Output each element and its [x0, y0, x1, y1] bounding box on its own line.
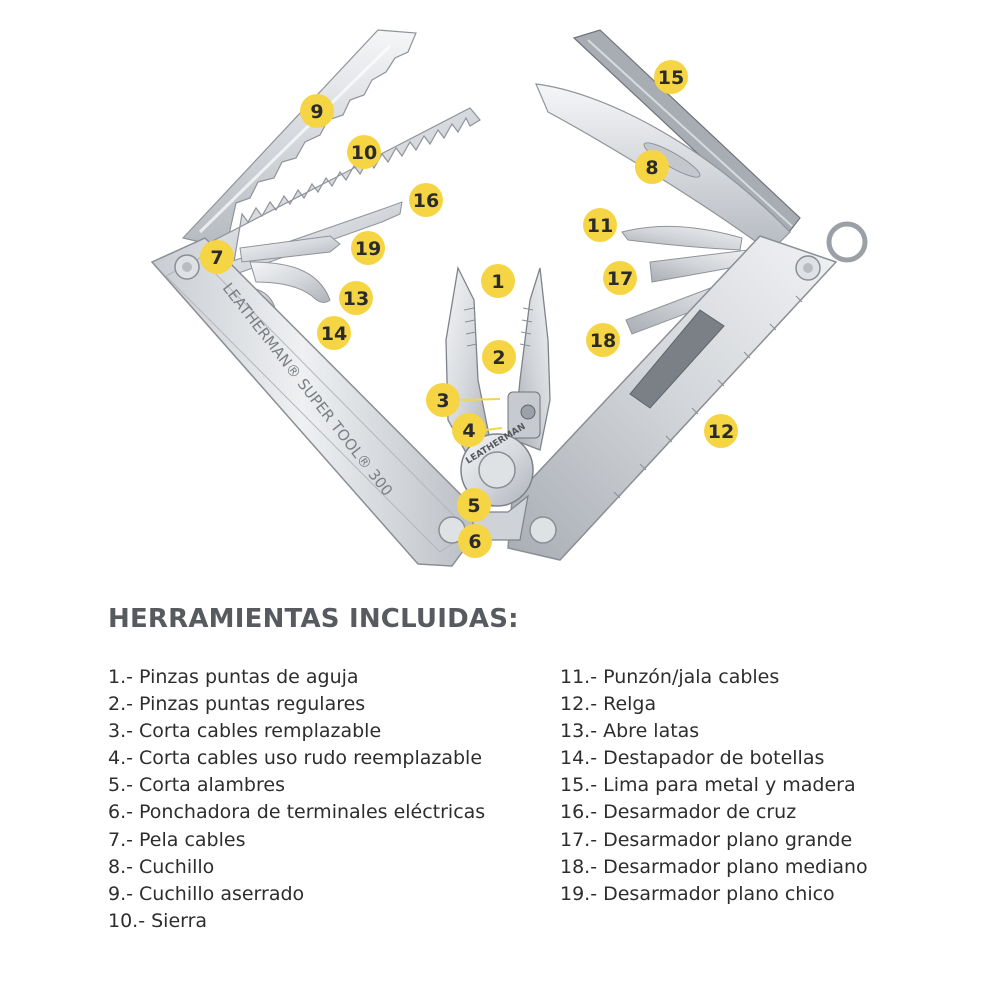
badge-14: 14	[317, 316, 351, 350]
badge-19: 19	[351, 231, 385, 265]
badge-circle	[317, 316, 351, 350]
badge-label: 16	[413, 190, 439, 212]
badge-circle	[452, 413, 486, 447]
tool-list-item: 14.- Destapador de botellas	[560, 747, 825, 770]
badge-circle	[635, 150, 669, 184]
badge-7: 7	[200, 240, 234, 274]
small-flat-screwdriver	[239, 235, 341, 263]
tool-list-item: 17.- Desarmador plano grande	[560, 828, 853, 851]
badge-circle	[603, 261, 637, 295]
badge-label: 18	[590, 330, 616, 352]
badge-6: 6	[458, 524, 492, 558]
page-title: HERRAMIENTAS INCLUIDAS:	[108, 604, 519, 634]
badge-5: 5	[457, 488, 491, 522]
badge-circle	[482, 340, 516, 374]
badge-4: 4	[452, 413, 486, 447]
badge-label: 19	[355, 238, 381, 260]
tool-list-item: 6.- Ponchadora de terminales eléctricas	[108, 801, 486, 824]
tool-list-item: 15.- Lima para metal y madera	[560, 774, 856, 797]
badge-circle	[654, 60, 688, 94]
badge-label: 11	[587, 215, 613, 237]
tool-list-right: 11.- Punzón/jala cables 12.- Relga 13.- Ab…	[560, 664, 868, 908]
tool-list-item: 8.- Cuchillo	[108, 855, 215, 878]
knife-edge	[198, 44, 392, 234]
badge-label: 5	[467, 495, 480, 517]
badge-1: 1	[481, 264, 515, 298]
badge-9: 9	[300, 94, 334, 128]
badge-17: 17	[603, 261, 637, 295]
tool-list-left: 1.- Pinzas puntas de aguja 2.- Pinzas pun…	[108, 664, 485, 935]
badge-18: 18	[586, 323, 620, 357]
tool-list-item: 5.- Corta alambres	[108, 774, 285, 797]
tool-list-item: 10.- Sierra	[108, 909, 208, 932]
multitool-diagram: LEATHERMAN® SUPER TOOL® 300	[150, 29, 868, 567]
awl	[621, 225, 743, 251]
badge-circle	[351, 231, 385, 265]
tool-list-item: 4.- Corta cables uso rudo reemplazable	[108, 747, 483, 770]
badge-label: 4	[462, 420, 475, 442]
badge-circle	[339, 281, 373, 315]
badge-2: 2	[482, 340, 516, 374]
badge-label: 12	[708, 421, 734, 443]
tool-list-item: 7.- Pela cables	[108, 828, 246, 851]
badge-label: 9	[310, 101, 323, 123]
badge-label: 7	[210, 247, 223, 269]
tool-list-item: 12.- Relga	[560, 693, 657, 716]
badge-label: 2	[492, 347, 505, 369]
badge-circle	[300, 94, 334, 128]
saw-blade	[203, 107, 481, 263]
badge-circle	[586, 323, 620, 357]
badge-circle	[458, 524, 492, 558]
badge-label: 13	[343, 288, 369, 310]
right-handle	[507, 235, 838, 561]
pliers: LEATHERMAN	[445, 265, 551, 541]
tool-list-item: 9.- Cuchillo aserrado	[108, 882, 305, 905]
tool-list-item: 13.- Abre latas	[560, 720, 700, 743]
badge-circle	[481, 264, 515, 298]
tool-list-item: 1.- Pinzas puntas de aguja	[108, 666, 359, 688]
badge-label: 10	[351, 142, 377, 164]
tool-list-item: 3.- Corta cables remplazable	[108, 720, 382, 743]
leader-line-3	[460, 398, 501, 401]
badge-11: 11	[583, 208, 617, 242]
badge-12: 12	[704, 414, 738, 448]
tool-list-item: 2.- Pinzas puntas regulares	[108, 693, 366, 716]
leader-line-4	[485, 427, 503, 431]
badge-circle	[409, 183, 443, 217]
badge-circle	[426, 383, 460, 417]
brand-engraving: LEATHERMAN® SUPER TOOL® 300	[219, 279, 396, 499]
badge-circle	[457, 488, 491, 522]
tool-list-item: 11.- Punzón/jala cables	[560, 666, 780, 688]
badge-label: 1	[491, 271, 504, 293]
tool-list-item: 16.- Desarmador de cruz	[560, 801, 797, 824]
badge-circle	[583, 208, 617, 242]
badge-circle	[347, 135, 381, 169]
badge-label: 14	[321, 323, 347, 345]
badge-13: 13	[339, 281, 373, 315]
lanyard-ring	[826, 221, 868, 263]
badge-label: 6	[468, 531, 481, 553]
badge-circle	[200, 240, 234, 274]
tool-list-item: 19.- Desarmador plano chico	[560, 882, 835, 905]
tool-list-item: 18.- Desarmador plano mediano	[560, 855, 868, 878]
badge-8: 8	[635, 150, 669, 184]
can-opener	[249, 261, 331, 304]
badge-16: 16	[409, 183, 443, 217]
badge-label: 17	[607, 268, 633, 290]
badge-label: 3	[436, 390, 449, 412]
badge-10: 10	[347, 135, 381, 169]
badge-3: 3	[426, 383, 460, 417]
badge-circle	[704, 414, 738, 448]
right-tools	[535, 29, 868, 335]
badge-label: 8	[645, 157, 658, 179]
badge-label: 15	[658, 67, 684, 89]
badge-15: 15	[654, 60, 688, 94]
